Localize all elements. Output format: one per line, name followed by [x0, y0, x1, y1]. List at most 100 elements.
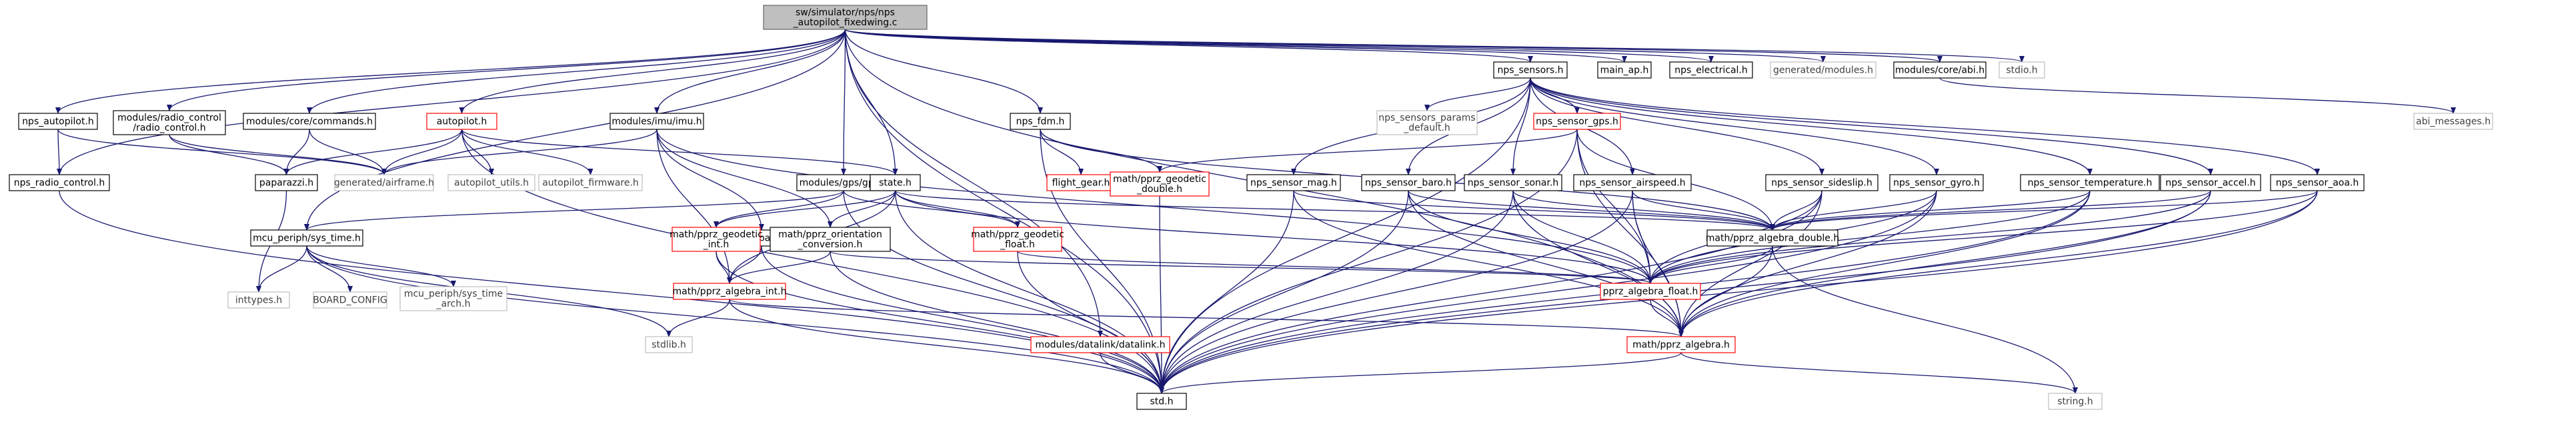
edge-sensor_accel-to-algebra_float — [1648, 190, 2211, 284]
node-box-radio_control_h — [113, 110, 226, 135]
node-string[interactable]: string.h — [2048, 393, 2103, 410]
node-datalink[interactable]: modules/datalink/datalink.h — [1030, 336, 1170, 353]
node-sensor_aoa[interactable]: nps_sensor_aoa.h — [2270, 174, 2365, 191]
node-main_ap[interactable]: main_ap.h — [1597, 61, 1652, 79]
node-stdlib[interactable]: stdlib.h — [645, 336, 693, 353]
node-label-geodetic_int: math/pprz_geodetic — [670, 229, 763, 240]
node-autopilot[interactable]: autopilot.h — [426, 113, 497, 130]
node-box-stdlib — [645, 336, 693, 353]
node-radio_control_h[interactable]: modules/radio_control/radio_control.h — [113, 110, 226, 135]
node-geodetic_float[interactable]: math/pprz_geodetic_float.h — [971, 227, 1064, 252]
edge-sensor_aoa-to-algebra_double — [1770, 190, 2318, 231]
node-box-imu — [609, 113, 704, 130]
node-algebra_double[interactable]: math/pprz_algebra_double.h — [1706, 229, 1839, 247]
edge-nps_sensors-to-sensor_aoa — [1530, 77, 2320, 175]
edge-root-to-nps_fdm — [844, 29, 1043, 114]
node-sensor_accel[interactable]: nps_sensor_accel.h — [2160, 174, 2261, 191]
node-nps_electrical[interactable]: nps_electrical.h — [1669, 61, 1753, 79]
node-label-flight_gear: flight_gear.h — [1052, 178, 1110, 189]
node-nps_radio_control[interactable]: nps_radio_control.h — [9, 174, 110, 191]
node-autopilot_utils[interactable]: autopilot_utils.h — [447, 174, 535, 191]
node-box-sensor_baro — [1361, 174, 1456, 191]
node-sensor_mag[interactable]: nps_sensor_mag.h — [1246, 174, 1341, 191]
node-commands[interactable]: modules/core/commands.h — [243, 113, 376, 130]
node-sensor_sonar[interactable]: nps_sensor_sonar.h — [1464, 174, 1562, 191]
edge-state-to-algebra_double — [894, 190, 1775, 231]
node-board_config[interactable]: BOARD_CONFIG — [313, 291, 387, 309]
node-nps_fdm[interactable]: nps_fdm.h — [1010, 113, 1071, 130]
edge-algebra_double-to-pprz_algebra — [1678, 245, 1773, 337]
node-label-geodetic_int: _int.h — [703, 239, 730, 250]
node-nps_sensors[interactable]: nps_sensors.h — [1493, 61, 1568, 79]
node-label-algebra_double: math/pprz_algebra_double.h — [1706, 233, 1839, 244]
edge-sensor_baro-to-algebra_double — [1408, 190, 1775, 231]
node-abi[interactable]: modules/core/abi.h — [1893, 61, 1987, 79]
node-label-nps_electrical: nps_electrical.h — [1674, 65, 1748, 76]
node-box-sensor_aoa — [2270, 174, 2365, 191]
edge-sensor_sonar-to-std — [1159, 190, 1514, 394]
node-sys_time_arch[interactable]: mcu_periph/sys_time_arch.h — [399, 286, 507, 311]
edge-sensor_gps-to-std — [1159, 129, 1578, 394]
edge-algebra_int-to-stdlib — [666, 299, 730, 337]
edge-nps_autopilot-to-airframe — [57, 129, 387, 175]
edge-geodetic_float-to-std — [1017, 251, 1164, 394]
node-algebra_int[interactable]: math/pprz_algebra_int.h — [673, 283, 787, 300]
node-label-board_config: BOARD_CONFIG — [313, 295, 387, 306]
edge-commands-to-paparazzi — [283, 129, 310, 175]
node-label-commands: modules/core/commands.h — [246, 117, 373, 127]
node-sensor_temperature[interactable]: nps_sensor_temperature.h — [2020, 174, 2160, 191]
node-sensor_gps[interactable]: nps_sensor_gps.h — [1533, 113, 1621, 130]
edge-gps-to-geodetic_int — [714, 190, 844, 228]
edge-state-to-geodetic_int — [714, 190, 896, 228]
node-box-nps_fdm — [1010, 113, 1071, 130]
node-label-geodetic_double: math/pprz_geodetic — [1113, 174, 1206, 185]
node-box-geodetic_float — [973, 227, 1062, 252]
node-root[interactable]: sw/simulator/nps/nps_autopilot_fixedwing… — [763, 5, 928, 30]
node-state[interactable]: state.h — [870, 174, 921, 191]
node-label-geodetic_float: _float.h — [1000, 239, 1035, 250]
node-label-orientation: math/pprz_orientation — [778, 229, 882, 240]
node-pprz_algebra[interactable]: math/pprz_algebra.h — [1626, 336, 1736, 353]
node-airframe[interactable]: generated/airframe.h — [334, 174, 434, 191]
node-label-sensor_accel: nps_sensor_accel.h — [2165, 178, 2255, 189]
edge-sensor_mag-to-pprz_algebra — [1293, 190, 1684, 337]
edge-nps_sensors-to-sensor_sonar — [1510, 77, 1531, 175]
node-imu[interactable]: modules/imu/imu.h — [609, 113, 704, 130]
node-std[interactable]: std.h — [1136, 393, 1187, 410]
node-label-root: _autopilot_fixedwing.c — [793, 17, 898, 28]
node-algebra_float[interactable]: pprz_algebra_float.h — [1600, 283, 1701, 300]
node-box-abi_messages — [2413, 113, 2493, 130]
node-autopilot_firmware[interactable]: autopilot_firmware.h — [538, 174, 643, 191]
node-generated_modules[interactable]: generated/modules.h — [1770, 61, 1876, 79]
node-params_default[interactable]: nps_sensors_params_default.h — [1376, 110, 1478, 135]
node-sensor_baro[interactable]: nps_sensor_baro.h — [1361, 174, 1456, 191]
edge-imu-to-algebra_int — [656, 129, 732, 284]
node-box-sys_time — [250, 229, 363, 247]
node-inttypes[interactable]: inttypes.h — [227, 291, 290, 309]
node-sensor_gyro[interactable]: nps_sensor_gyro.h — [1889, 174, 1984, 191]
edge-sensor_temperature-to-pprz_algebra — [1678, 190, 2091, 337]
node-sensor_sideslip[interactable]: nps_sensor_sideslip.h — [1765, 174, 1878, 191]
edge-sensor_sonar-to-pprz_algebra — [1512, 190, 1684, 337]
node-geodetic_int[interactable]: math/pprz_geodetic_int.h — [670, 227, 763, 252]
node-orientation[interactable]: math/pprz_orientation_conversion.h — [770, 227, 891, 252]
node-flight_gear[interactable]: flight_gear.h — [1046, 174, 1116, 191]
node-geodetic_double[interactable]: math/pprz_geodetic_double.h — [1110, 171, 1210, 197]
node-sensor_airspeed[interactable]: nps_sensor_airspeed.h — [1573, 174, 1692, 191]
node-paparazzi[interactable]: paparazzi.h — [255, 174, 318, 191]
node-nps_autopilot[interactable]: nps_autopilot.h — [18, 113, 98, 130]
edge-sensor_airspeed-to-algebra_double — [1632, 190, 1775, 231]
node-stdio[interactable]: stdio.h — [1999, 61, 2045, 79]
edge-nps_fdm-to-flight_gear — [1040, 129, 1084, 175]
edge-nps_sensors-to-sensor_accel — [1530, 77, 2213, 175]
node-label-sys_time: mcu_periph/sys_time.h — [253, 233, 361, 244]
node-sys_time[interactable]: mcu_periph/sys_time.h — [250, 229, 363, 247]
edge-root-to-std — [844, 29, 1164, 394]
node-abi_messages[interactable]: abi_messages.h — [2413, 113, 2493, 130]
edge-orientation-to-algebra_int — [727, 251, 831, 284]
node-label-inttypes: inttypes.h — [235, 295, 282, 306]
node-label-geodetic_float: math/pprz_geodetic — [971, 229, 1064, 240]
node-label-sensor_gyro: nps_sensor_gyro.h — [1893, 178, 1980, 189]
node-box-autopilot_firmware — [538, 174, 643, 191]
node-label-stdlib: stdlib.h — [652, 340, 686, 351]
